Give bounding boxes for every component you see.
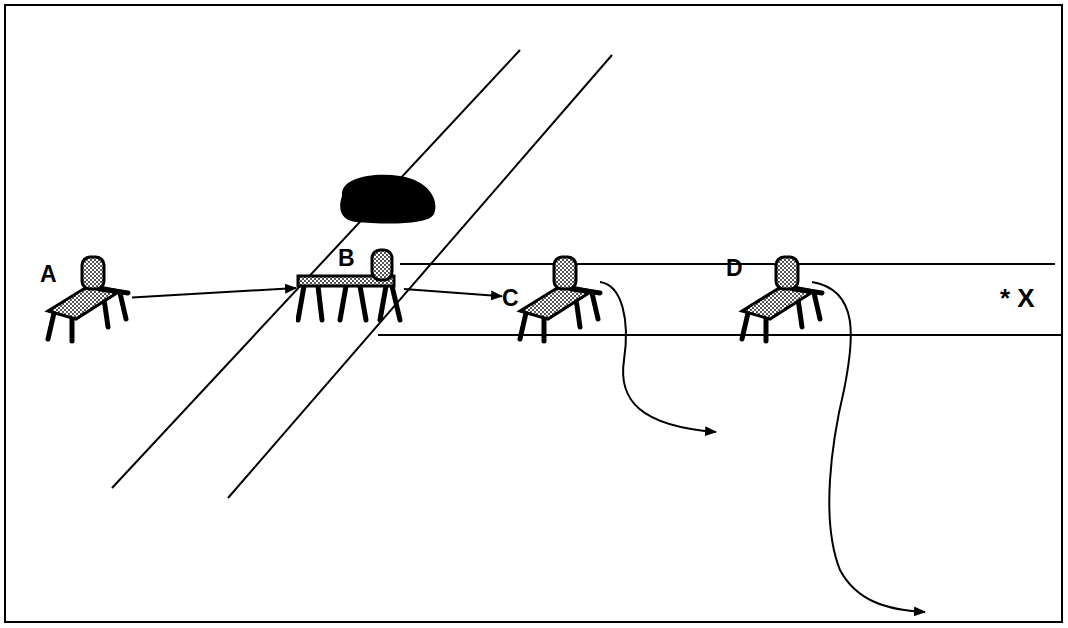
chair-drawing [48, 257, 128, 341]
path-arrow [812, 282, 925, 612]
chair-node: D [724, 255, 824, 345]
road-edge [228, 55, 612, 498]
chair-letter: A [40, 263, 57, 286]
chair-node: A [40, 255, 132, 345]
frame [5, 5, 1062, 622]
chair-node: C [502, 255, 602, 345]
movement-arrow [404, 289, 502, 296]
chair-letter: C [502, 287, 519, 310]
chair-drawing [742, 257, 822, 341]
movement-arrow [132, 288, 296, 297]
road-edge [112, 50, 520, 488]
location-mark: * X [1000, 285, 1035, 311]
chair-node: B [296, 245, 404, 325]
rock [340, 175, 435, 224]
path-edge [378, 334, 1062, 336]
chair-drawing [520, 257, 600, 341]
chair-letter: D [726, 257, 743, 280]
chair-letter: B [338, 247, 355, 270]
path-arrow [600, 282, 716, 432]
